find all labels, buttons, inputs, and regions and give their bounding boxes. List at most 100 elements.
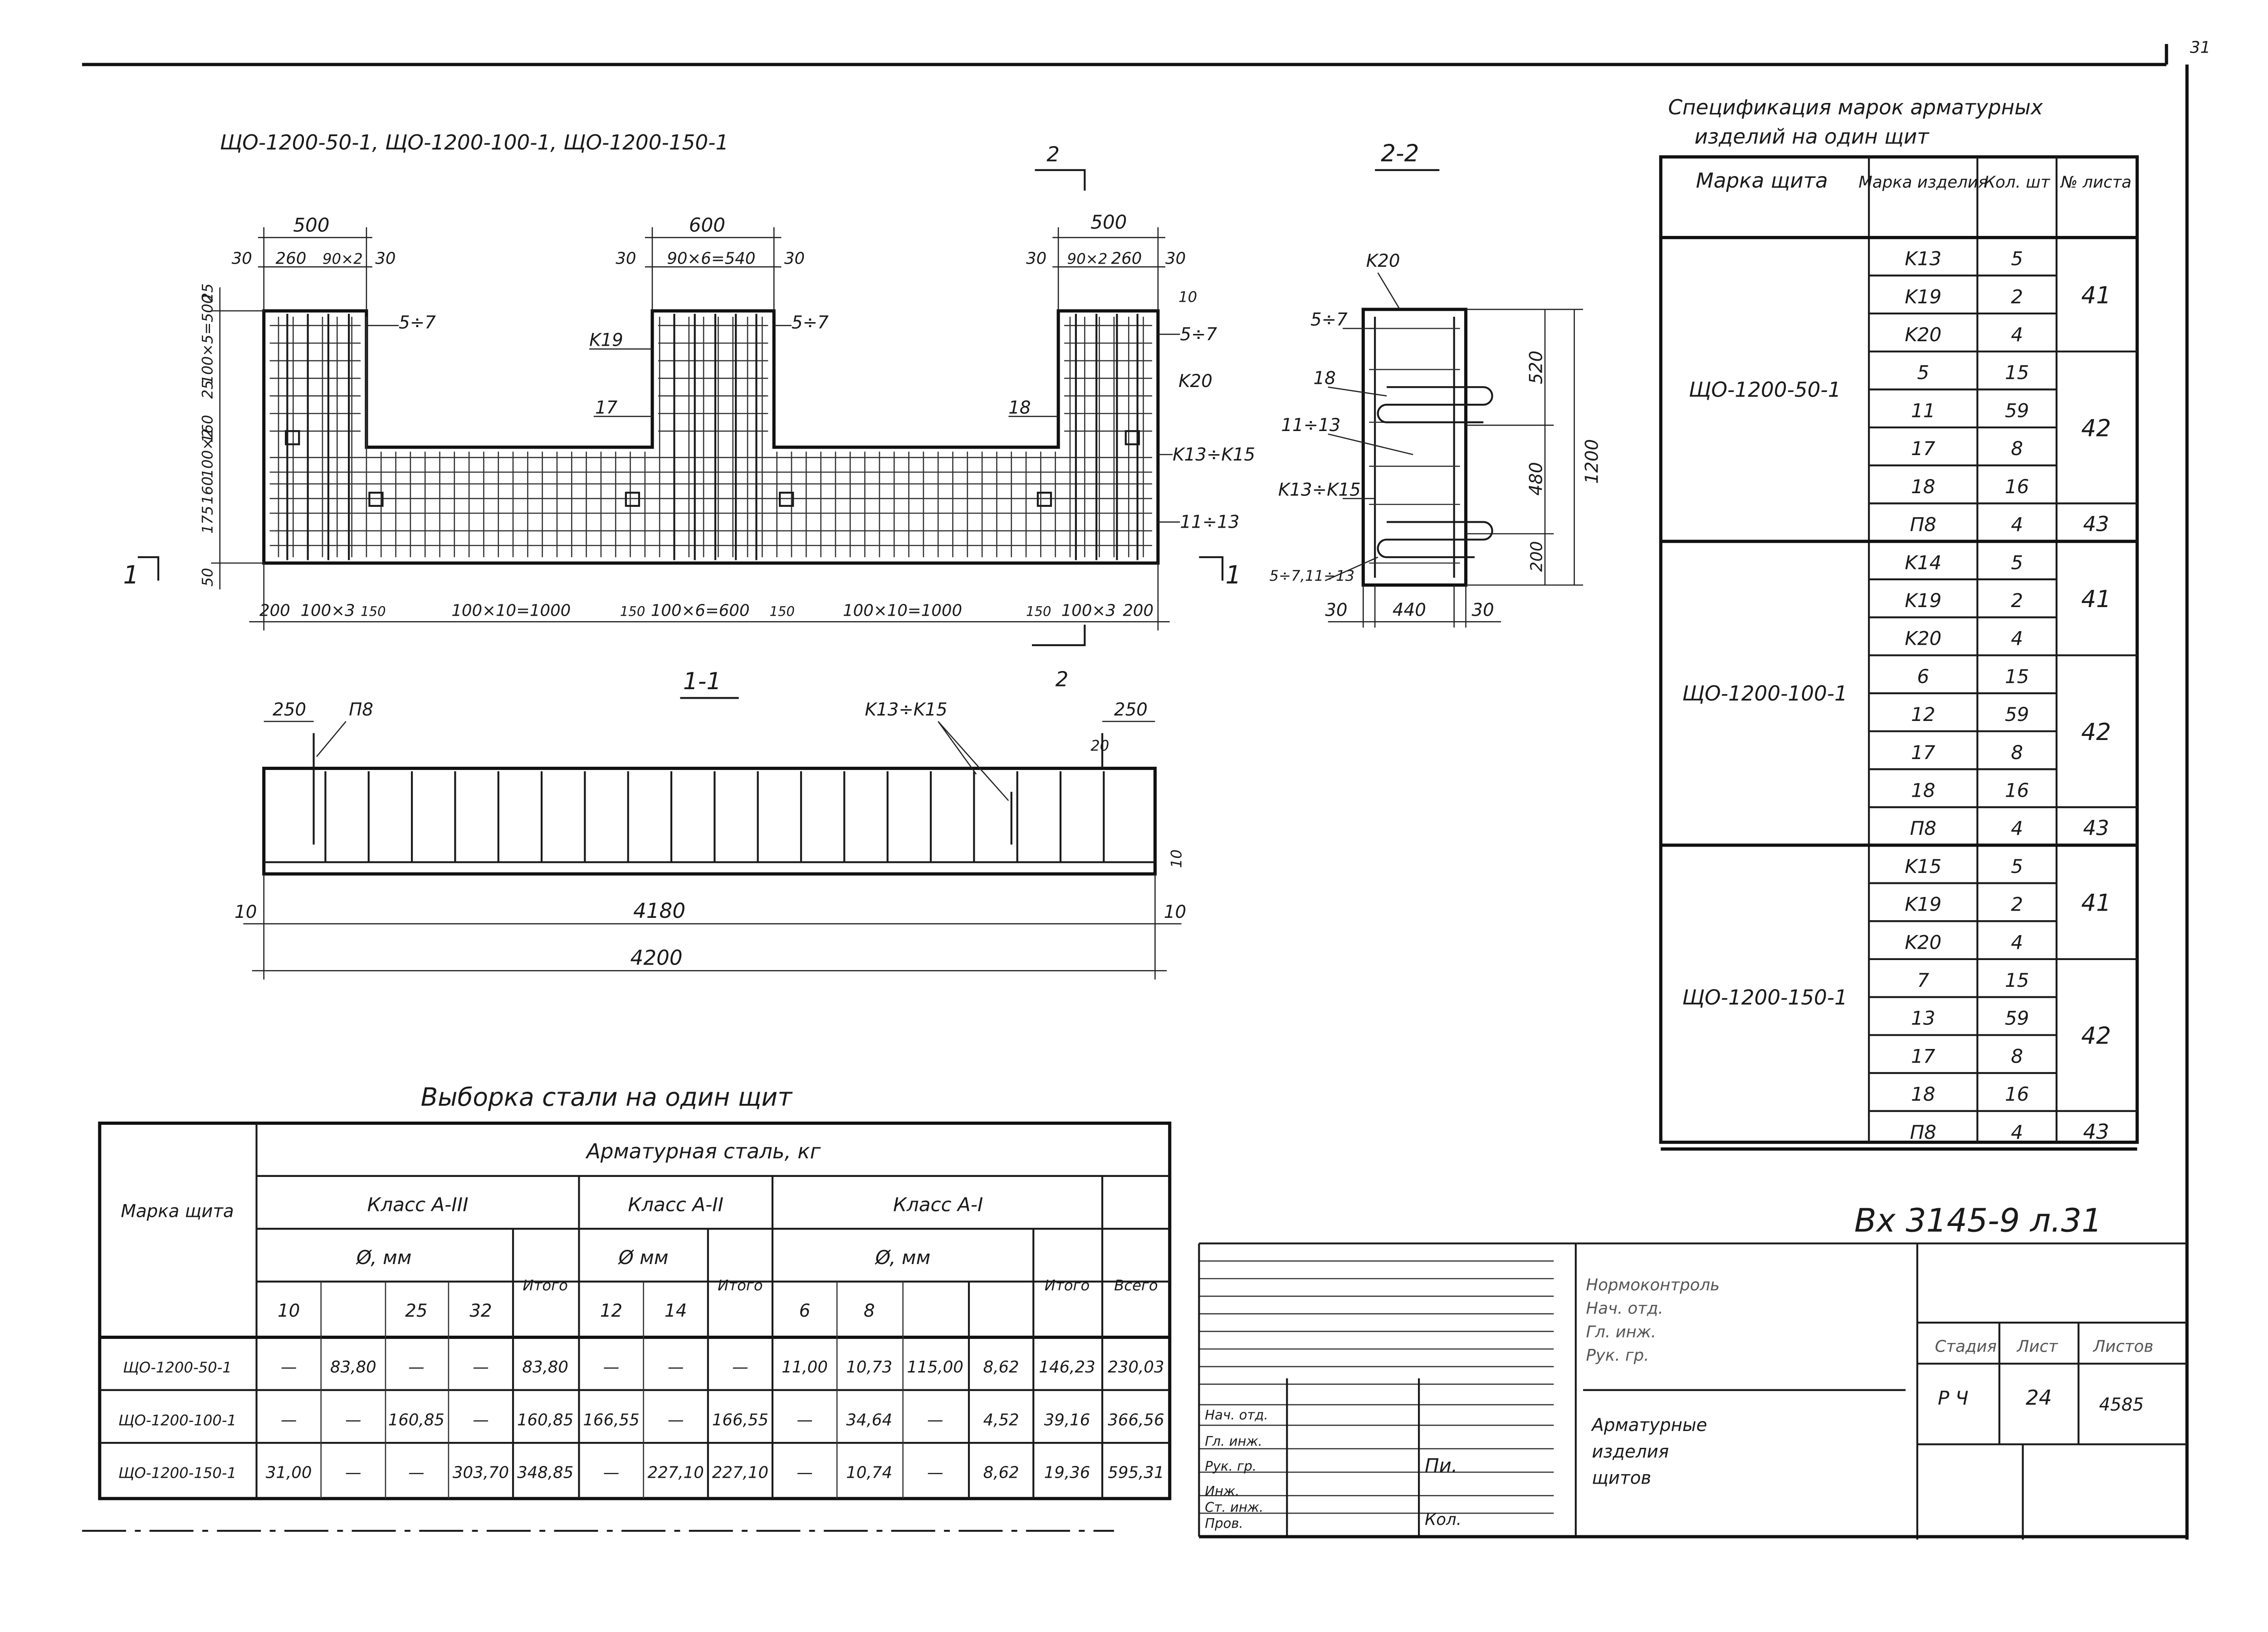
dim-text: 90×6=540 [667, 250, 755, 268]
svg-text:Класс А-III: Класс А-III [367, 1193, 468, 1215]
item-mark: K20 [1905, 627, 1941, 650]
item-mark: 11 [1911, 399, 1935, 421]
sheet-number: 41 [2081, 282, 2111, 309]
svg-text:100×6=600: 100×6=600 [651, 601, 750, 620]
svg-text:32: 32 [469, 1301, 492, 1321]
svg-text:25: 25 [405, 1301, 427, 1321]
table-cell: 348,85 [517, 1464, 573, 1482]
item-count: 8 [2011, 741, 2023, 764]
sheet-frame: 31 [82, 38, 2210, 1540]
item-count: 16 [2005, 1083, 2029, 1105]
table-cell: — [797, 1464, 813, 1482]
item-mark: 18 [1911, 779, 1935, 801]
section-1-1: 1-1 250 П8 K13÷K15 20 250 10 10 4180 10 … [235, 668, 1186, 980]
callout: 17 [595, 397, 618, 418]
svg-text:50: 50 [199, 568, 216, 587]
table-cell: 11,00 [782, 1358, 828, 1377]
table-cell: 146,23 [1039, 1358, 1095, 1377]
callout: K19 [589, 330, 623, 351]
svg-text:Ø мм: Ø мм [618, 1246, 669, 1269]
row-mark: ЩО-1200-50-1 [123, 1359, 232, 1376]
table-cell: 19,36 [1044, 1464, 1090, 1482]
table-cell: — [473, 1411, 489, 1429]
svg-text:30: 30 [1471, 600, 1494, 620]
svg-text:100×10=1000: 100×10=1000 [451, 601, 571, 620]
item-mark: 17 [1911, 741, 1936, 764]
svg-text:Рук. гр.: Рук. гр. [1205, 1459, 1256, 1474]
sheet-number: 43 [2083, 1120, 2109, 1144]
table-cell: 595,31 [1108, 1464, 1164, 1482]
table-cell: — [408, 1464, 425, 1482]
svg-text:160: 160 [199, 415, 216, 443]
svg-text:200: 200 [1528, 541, 1546, 572]
svg-text:200: 200 [259, 601, 290, 620]
table-cell: — [603, 1464, 620, 1482]
svg-text:Лист: Лист [2016, 1338, 2058, 1356]
sec22-label: 5÷7 [1310, 309, 1348, 330]
table-cell: — [927, 1411, 943, 1429]
svg-text:Марка щита: Марка щита [1696, 169, 1828, 193]
callout: 5÷7 [792, 313, 829, 333]
table-head: Арматурная сталь, кг [585, 1139, 821, 1163]
item-mark: 12 [1911, 703, 1935, 725]
sec11-label: 250 [273, 700, 306, 720]
table-cell: 160,85 [388, 1411, 445, 1429]
svg-text:Листов: Листов [2092, 1338, 2154, 1356]
shield-mark: ЩО-1200-150-1 [1682, 985, 1848, 1010]
embed-square [368, 491, 384, 507]
dim-text: 30 [375, 250, 396, 268]
table-cell: 39,16 [1044, 1411, 1090, 1429]
left-dims: 25 100×5=500 25 160 100×2 160 175 50 [199, 284, 216, 587]
section-title: 2-2 [1381, 140, 1419, 167]
spec-title: Спецификация марок арматурных [1668, 95, 2043, 119]
svg-text:Марка изделия: Марка изделия [1858, 173, 1988, 192]
shield-mark: ЩО-1200-100-1 [1682, 681, 1848, 706]
svg-text:изделия: изделия [1592, 1441, 1669, 1462]
sec22-label: 11÷13 [1281, 415, 1340, 436]
dim-text: 30 [616, 250, 636, 268]
beam-outline [262, 766, 1157, 876]
table-cell: — [797, 1411, 813, 1429]
table-cell: — [732, 1358, 748, 1377]
table-cell: 160,85 [517, 1411, 573, 1429]
svg-text:Гл. инж.: Гл. инж. [1586, 1323, 1656, 1341]
sec22-label: K20 [1366, 251, 1400, 271]
svg-text:Класс А-I: Класс А-I [893, 1193, 983, 1215]
col-mark: Марка щита [121, 1201, 234, 1221]
embed-square [779, 491, 794, 507]
table-cell: 83,80 [522, 1358, 568, 1377]
svg-text:25: 25 [199, 380, 216, 399]
svg-text:100×3: 100×3 [1061, 601, 1116, 620]
item-mark: K19 [1905, 893, 1941, 916]
svg-text:Инж.: Инж. [1205, 1483, 1239, 1499]
right-label: K20 [1178, 371, 1212, 392]
section-2-2: 2-2 K20 5÷7 18 11÷13 K13÷K15 5÷7,11÷13 5… [1269, 140, 1602, 628]
item-mark: 6 [1917, 665, 1929, 687]
svg-text:150: 150 [620, 603, 645, 619]
loop-bar [1377, 521, 1493, 559]
item-count: 59 [2005, 1007, 2029, 1029]
rebar-mesh [269, 314, 1152, 560]
table-cell: 227,10 [712, 1464, 768, 1482]
svg-text:480: 480 [1526, 462, 1547, 495]
bottom-dims: 200 100×3 150 100×10=1000 150 100×6=600 … [259, 601, 1154, 620]
table-cell: — [345, 1464, 362, 1482]
svg-text:Всего: Всего [1114, 1277, 1158, 1294]
row-mark: ЩО-1200-100-1 [118, 1411, 236, 1429]
section-mark: 1 [1226, 560, 1242, 589]
embed-square [625, 491, 640, 507]
svg-text:Итого: Итого [718, 1277, 763, 1294]
elevation-outline [262, 309, 1160, 565]
svg-text:440: 440 [1393, 600, 1426, 620]
svg-text:Нормоконтроль: Нормоконтроль [1586, 1276, 1720, 1294]
number: 4585 [2099, 1395, 2144, 1415]
table-cell: — [408, 1358, 425, 1377]
embed-square [1036, 491, 1052, 507]
table-cell: — [668, 1358, 684, 1377]
sec11-label: 10 [1168, 849, 1185, 868]
item-count: 4 [2011, 1121, 2023, 1143]
svg-text:Класс А-II: Класс А-II [628, 1193, 723, 1215]
svg-text:Пи.: Пи. [1425, 1455, 1457, 1477]
beam-stirrups [324, 771, 1105, 863]
svg-text:12: 12 [600, 1301, 622, 1321]
